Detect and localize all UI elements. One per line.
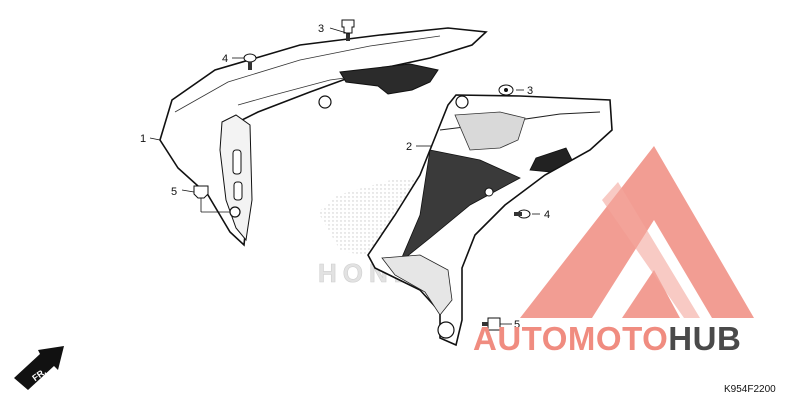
callout-2: 2	[406, 141, 412, 153]
automotohub-logo-mark	[520, 146, 754, 318]
callout-4-upper: 4	[222, 53, 228, 65]
fastener-grommet-5a	[193, 185, 209, 199]
part-1-left-shroud	[159, 27, 488, 247]
logo-wordmark: AUTOMOTOHUB	[473, 320, 741, 357]
leader-lines	[149, 27, 540, 325]
callout-3-right: 3	[527, 85, 533, 97]
logo-word-hub: HUB	[668, 320, 741, 357]
part-code: K954F2200	[724, 384, 776, 395]
fastener-clip-3b	[498, 84, 514, 96]
fastener-screw-4b	[514, 209, 531, 219]
callout-5-left: 5	[171, 186, 177, 198]
fastener-grommet-5b	[482, 317, 501, 331]
fastener-clip-3a	[341, 19, 355, 41]
logo-word-auto: AUTO	[473, 320, 568, 357]
callout-3-upper: 3	[318, 23, 324, 35]
callout-4-right: 4	[544, 209, 550, 221]
front-direction-arrow: FR.	[14, 346, 64, 390]
logo-word-moto: MOTO	[568, 320, 668, 357]
part-2-right-shroud	[367, 94, 613, 347]
callout-5-lower: 5	[514, 319, 520, 331]
callout-1: 1	[140, 133, 146, 145]
